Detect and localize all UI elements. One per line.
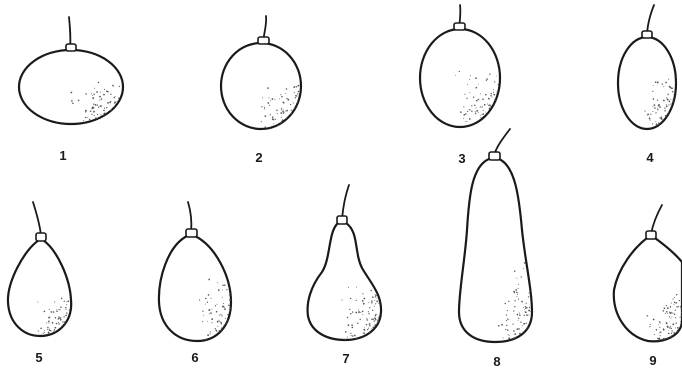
- fruit-label-9: 9: [649, 353, 656, 368]
- fruit-2-outline: [221, 43, 301, 129]
- fruit-4-outline: [618, 37, 676, 129]
- fruit-5-outline: [8, 240, 71, 336]
- fruit-8-stalk-base: [489, 152, 500, 160]
- fruit-1-stalk-base: [66, 44, 76, 51]
- fruit-9-stalk-base: [646, 231, 656, 239]
- fruit-2: [221, 16, 301, 129]
- fruit-6: [159, 202, 232, 341]
- fruit-9-outline: [614, 238, 682, 341]
- fruit-9-stalk: [651, 205, 662, 234]
- fruit-label-1: 1: [59, 148, 66, 163]
- fruit-4: [618, 5, 677, 129]
- fruit-3: [420, 5, 500, 127]
- fruit-7-outline: [308, 223, 381, 340]
- fruit-1-outline: [19, 50, 123, 124]
- fruit-5: [8, 202, 74, 336]
- fruit-label-3: 3: [458, 151, 465, 166]
- fruit-label-6: 6: [191, 350, 198, 365]
- fruit-label-2: 2: [255, 150, 262, 165]
- fruit-2-stalk-base: [258, 37, 269, 44]
- fruit-1: [19, 17, 123, 124]
- fruit-7-stalk-base: [337, 216, 347, 224]
- fruit-4-stalk-base: [642, 31, 652, 38]
- fruit-6-outline: [159, 236, 231, 341]
- fruit-8-stalk: [494, 129, 510, 155]
- fruit-8: [459, 129, 534, 342]
- fruit-3-outline: [420, 29, 500, 127]
- fruit-label-8: 8: [493, 354, 500, 369]
- fruit-label-4: 4: [646, 150, 654, 165]
- fruit-label-7: 7: [342, 351, 349, 366]
- fruit-3-stalk-base: [454, 23, 465, 30]
- fruit-6-stalk: [188, 202, 191, 232]
- fruit-7-stalk: [342, 185, 349, 219]
- fruit-6-stalk-base: [186, 229, 197, 237]
- fruit-7: [308, 185, 382, 341]
- fruit-9: [614, 205, 682, 342]
- fruit-8-outline: [459, 159, 532, 342]
- fruit-5-stalk-base: [36, 233, 46, 241]
- fruit-5-stalk: [33, 202, 41, 236]
- fruit-label-5: 5: [35, 350, 42, 365]
